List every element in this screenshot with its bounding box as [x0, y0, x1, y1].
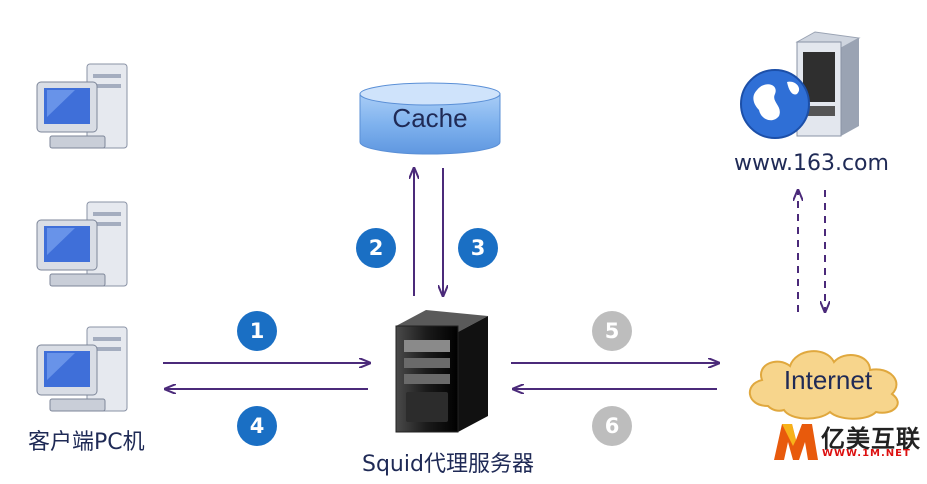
watermark-mark-icon [774, 424, 818, 460]
step-badge-2: 2 [356, 228, 396, 268]
client-pc-icon-3 [36, 326, 128, 412]
client-pc-icon-2 [36, 201, 128, 287]
website-label: www.163.com [734, 151, 889, 176]
step-badge-1: 1 [237, 311, 277, 351]
client-label: 客户端PC机 [28, 430, 145, 455]
step-badge-4: 4 [237, 406, 277, 446]
web-server-globe-icon [740, 31, 861, 139]
step-badge-5: 5 [592, 311, 632, 351]
cache-cylinder-icon [359, 82, 501, 155]
watermark-url: WWW.1M.NET [822, 448, 911, 459]
client-pc-icon-1 [36, 63, 128, 149]
internet-label: Internet [783, 365, 873, 395]
watermark-logo: 亿美互联 WWW.1M.NET [772, 418, 922, 468]
proxy-server-icon [395, 310, 488, 433]
internet-cloud-icon [749, 350, 899, 420]
step-badge-3: 3 [458, 228, 498, 268]
watermark-text: 亿美互联 [821, 425, 921, 453]
cache-label: Cache [392, 103, 468, 133]
proxy-label: Squid代理服务器 [362, 452, 534, 477]
step-badge-6: 6 [592, 406, 632, 446]
